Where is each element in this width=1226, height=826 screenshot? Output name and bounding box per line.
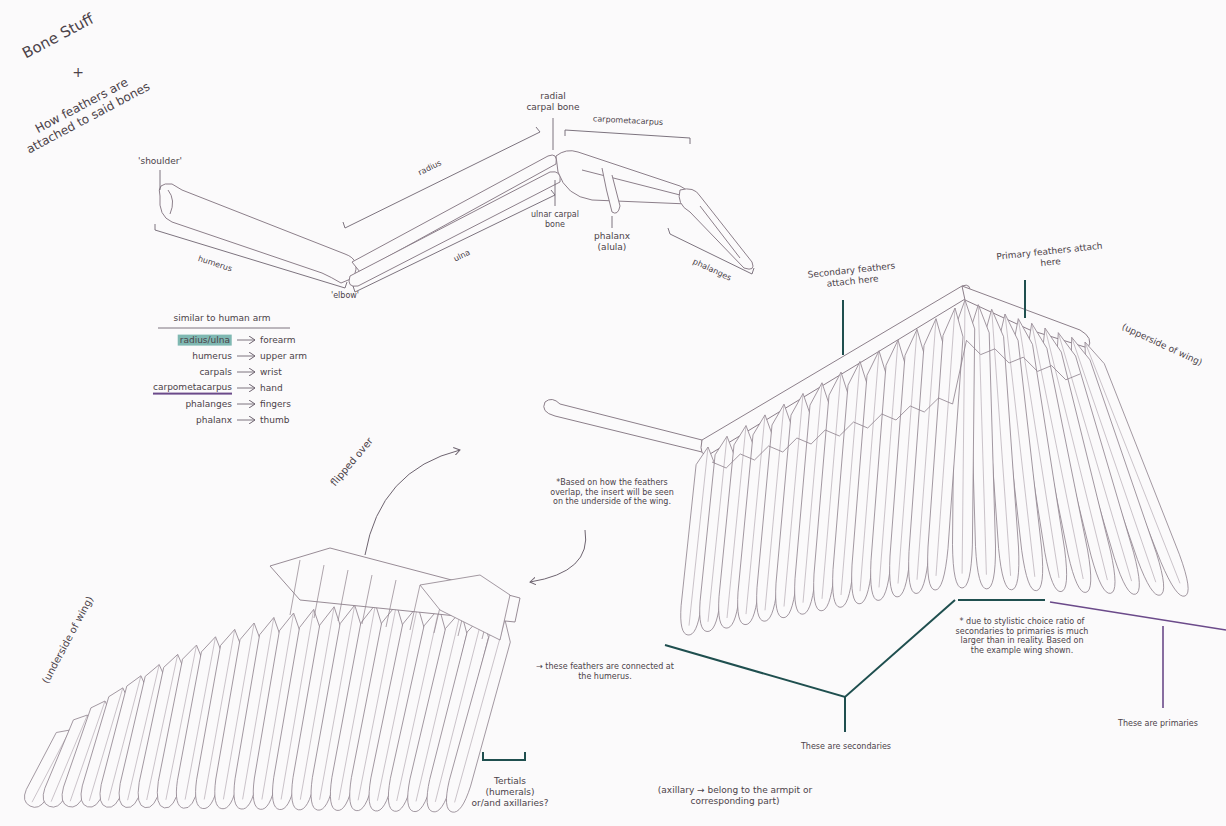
table-arrows — [237, 420, 255, 421]
annotation: phalanx — [196, 415, 232, 426]
flip-arrows — [365, 450, 586, 582]
purple-leader — [1162, 626, 1164, 708]
annotation: * due to stylistic choice ratio of secon… — [955, 617, 1090, 655]
annotation: (axillary → belong to the armpit or corr… — [640, 785, 830, 807]
teal-leaders — [665, 600, 955, 697]
teal-leaders — [483, 280, 1045, 760]
upper-wing-feathers — [712, 340, 1080, 468]
arm-bones — [679, 189, 753, 269]
annotation: radial carpal bone — [526, 91, 581, 113]
annotation: wrist — [260, 367, 282, 378]
upper-wing-feathers — [928, 308, 963, 590]
table-arrows — [237, 340, 255, 341]
annotation: (upperside of wing) — [1120, 322, 1204, 369]
annotation: hand — [260, 383, 283, 394]
teal-leaders — [842, 300, 844, 355]
annotation: *Based on how the feathers overlap, the … — [545, 478, 680, 507]
table-arrows — [237, 372, 255, 373]
flip-arrows — [365, 450, 460, 555]
arm-bones — [556, 151, 690, 204]
teal-leaders — [1024, 280, 1026, 318]
annotation: These are primaries — [1103, 719, 1213, 729]
annotation: phalanges — [185, 399, 232, 410]
table-arrows — [237, 340, 255, 420]
upper-wing-feathers — [936, 308, 955, 576]
bone-brackets — [160, 170, 161, 190]
upper-wing-feathers — [978, 305, 986, 575]
annotation: phalanx (alula) — [587, 231, 637, 253]
annotation: These are secondaries — [786, 742, 906, 752]
under-wing-feathers — [386, 580, 396, 627]
arm-bones — [582, 170, 680, 195]
upper-wing-bones — [544, 399, 702, 452]
annotation: 'elbow' — [331, 291, 359, 301]
annotation: 'shoulder' — [138, 156, 182, 167]
under-wing-feathers — [362, 575, 372, 624]
annotation: thumb — [260, 415, 289, 426]
upper-wing-feathers — [681, 300, 1188, 635]
arm-bones — [349, 172, 560, 287]
annotation: humerus — [192, 351, 232, 362]
arm-bones — [700, 206, 740, 258]
under-wing-feathers — [290, 560, 300, 615]
bone-brackets — [158, 328, 290, 329]
annotation: fingers — [260, 399, 291, 410]
annotation: (underside of wing) — [40, 594, 96, 685]
bone-brackets — [555, 180, 556, 206]
annotation: ulnar carpal bone — [525, 210, 585, 229]
under-wing-feathers — [455, 620, 505, 802]
bone-brackets — [155, 118, 754, 328]
table-arrows — [237, 404, 255, 405]
annotation: humerus — [197, 254, 234, 274]
bone-brackets — [612, 216, 613, 228]
annotation: Primary feathers attach here — [994, 241, 1106, 274]
arm-bones — [602, 168, 620, 213]
under-wing-feathers — [24, 548, 520, 812]
table-arrows — [237, 388, 255, 389]
annotation: ulna — [452, 248, 472, 264]
annotation: flipped over — [328, 435, 376, 488]
bone-brackets — [565, 130, 690, 144]
under-wing-feathers — [338, 570, 348, 621]
bone-brackets — [553, 118, 554, 150]
arm-bones — [159, 184, 356, 283]
teal-leaders — [483, 752, 525, 760]
teal-leaders — [958, 599, 1045, 601]
under-wing-feathers — [420, 575, 510, 640]
under-wing-feathers — [314, 565, 324, 618]
annotation: + — [72, 64, 84, 81]
annotation: carpometacarpus — [593, 114, 664, 127]
teal-leaders — [844, 697, 846, 732]
arm-bones — [159, 151, 753, 287]
arm-bones — [168, 190, 173, 214]
arm-bones — [352, 155, 556, 272]
annotation: radius — [417, 158, 443, 177]
annotation: Secondary feathers attach here — [804, 260, 901, 291]
annotation: forearm — [260, 335, 296, 346]
annotation: How feathers are attached to said bones — [8, 62, 163, 163]
table-arrows — [237, 356, 255, 357]
annotation: → these feathers are connected at the hu… — [535, 662, 675, 681]
annotation: carpals — [199, 367, 232, 378]
under-wing-feathers — [410, 585, 420, 630]
annotation: radius/ulna — [178, 335, 232, 346]
annotation: Tertials (humerals) or/and axillaries? — [470, 776, 550, 808]
annotation: upper arm — [260, 351, 307, 362]
annotation: similar to human arm — [173, 313, 270, 324]
sketch-title: Bone Stuff — [18, 9, 97, 62]
bone-brackets — [155, 224, 347, 288]
flip-arrows — [530, 530, 586, 582]
bone-brackets — [343, 127, 540, 228]
annotation: carpometacarpus — [153, 382, 232, 395]
bone-brackets — [353, 190, 555, 292]
annotation: phalanges — [691, 257, 733, 283]
